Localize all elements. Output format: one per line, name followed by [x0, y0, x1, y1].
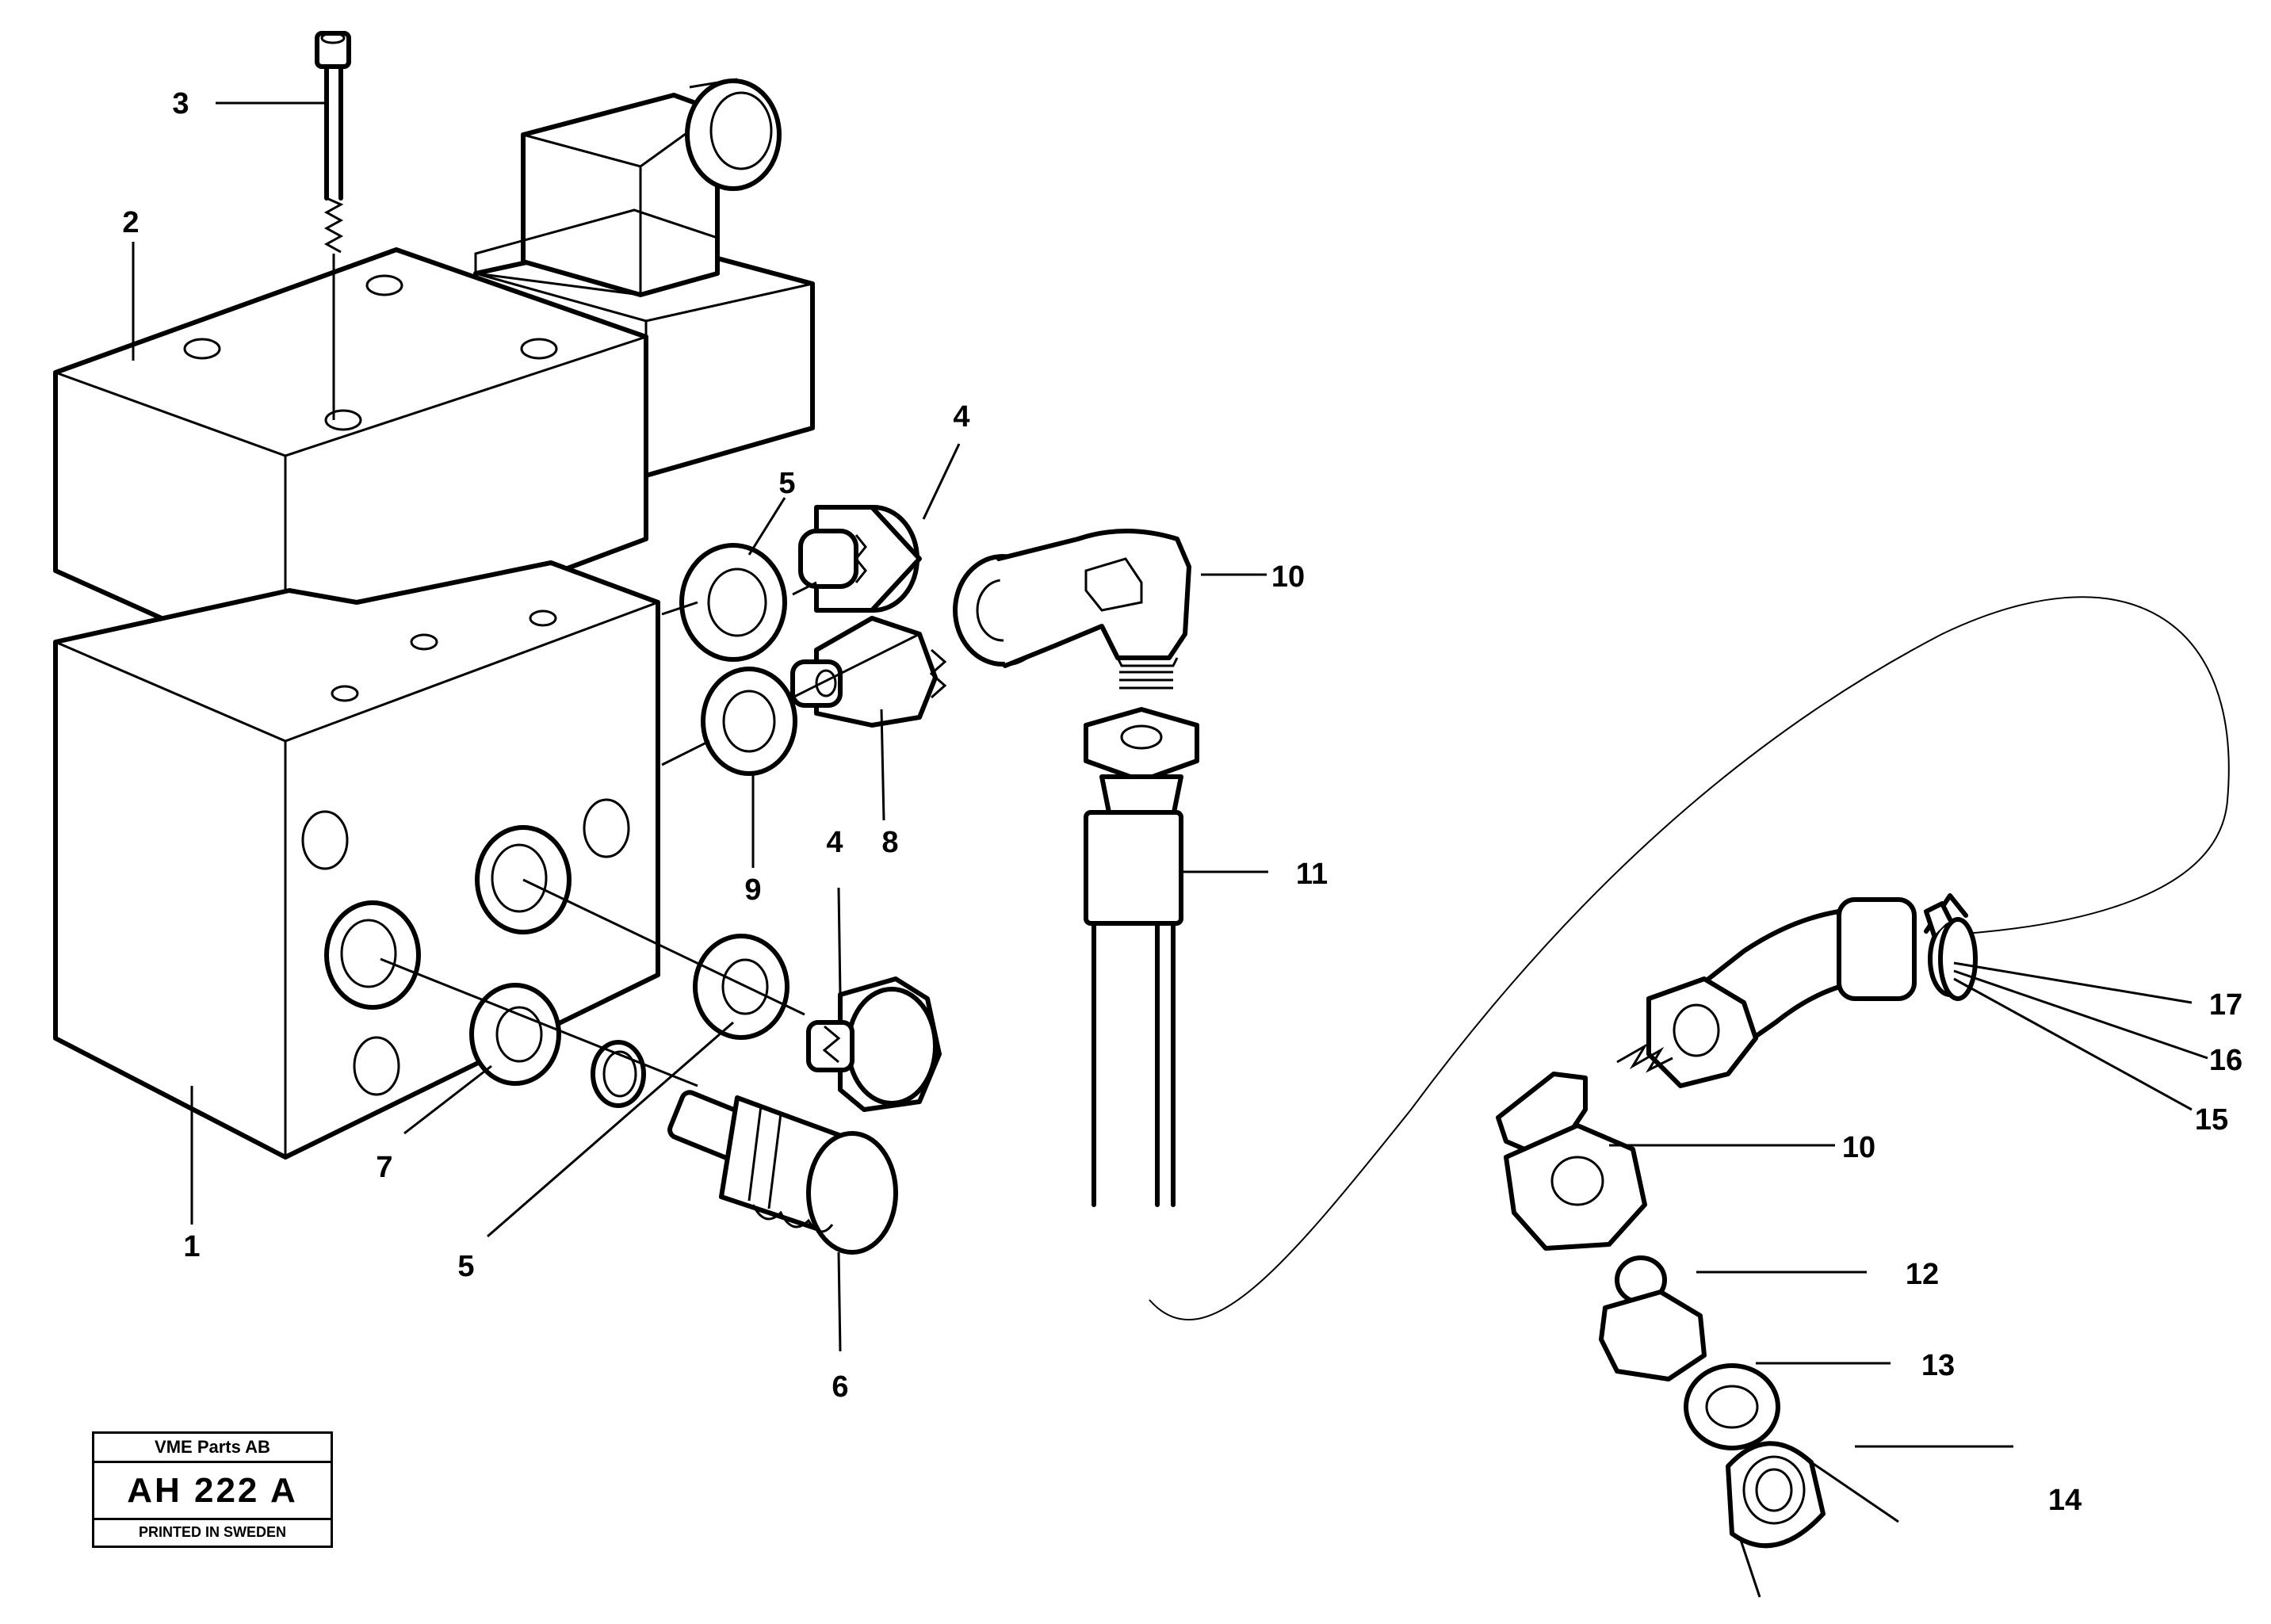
callout-10-upper: 10	[1271, 560, 1305, 594]
elbow-upper	[953, 529, 1191, 690]
callout-7: 7	[376, 1151, 392, 1184]
washer-7	[469, 983, 561, 1086]
title-block-code: AH 222 A	[94, 1463, 331, 1520]
callout-1: 1	[183, 1230, 200, 1263]
bolt	[315, 31, 351, 420]
plug-lower	[806, 976, 942, 1112]
elbow-lower	[1496, 1042, 1673, 1251]
callout-9: 9	[744, 873, 761, 907]
callout-15: 15	[2195, 1103, 2228, 1137]
o-ring	[591, 1040, 646, 1108]
washer-13	[1684, 1363, 1780, 1450]
callout-6: 6	[832, 1370, 848, 1404]
hose-fitting-angled	[1646, 893, 1972, 1088]
adapter-fitting	[790, 616, 947, 728]
title-block-printed: PRINTED IN SWEDEN	[138, 1524, 286, 1540]
callout-5-upper: 5	[778, 467, 795, 500]
callout-2: 2	[122, 206, 139, 239]
pilot-valve-block	[53, 247, 648, 676]
leader-lines	[132, 101, 2208, 1598]
callout-11: 11	[1296, 858, 1328, 891]
callout-5-lower: 5	[457, 1250, 474, 1283]
callout-labels: 1 2 3 4 4 5 5 6 7 8 9 10 10 11 12 13 14 …	[122, 87, 2242, 1517]
callout-3: 3	[172, 87, 189, 120]
callout-14: 14	[2048, 1484, 2082, 1517]
port-14	[1726, 1441, 1826, 1549]
washer-upper	[679, 543, 787, 662]
hose-clamp	[1924, 901, 1978, 1001]
main-valve-block	[53, 560, 660, 1160]
quick-coupling	[667, 1090, 898, 1255]
callout-4-lower: 4	[826, 826, 843, 859]
callout-13: 13	[1921, 1349, 1955, 1382]
washer-lower	[701, 667, 797, 776]
hose-end-fitting	[1084, 707, 1199, 1215]
callout-4-upper: 4	[953, 400, 969, 434]
callout-12: 12	[1906, 1258, 1939, 1291]
adapter-12	[1599, 1255, 1707, 1381]
callout-17: 17	[2209, 988, 2242, 1022]
callout-16: 16	[2209, 1044, 2242, 1077]
title-block: VME Parts AB AH 222 A PRINTED IN SWEDEN	[92, 1431, 333, 1548]
callout-8: 8	[881, 826, 898, 859]
plug-upper	[798, 505, 922, 613]
washer-5-lower	[693, 934, 789, 1040]
title-block-company: VME Parts AB	[94, 1434, 331, 1463]
callout-10-lower: 10	[1842, 1131, 1875, 1164]
